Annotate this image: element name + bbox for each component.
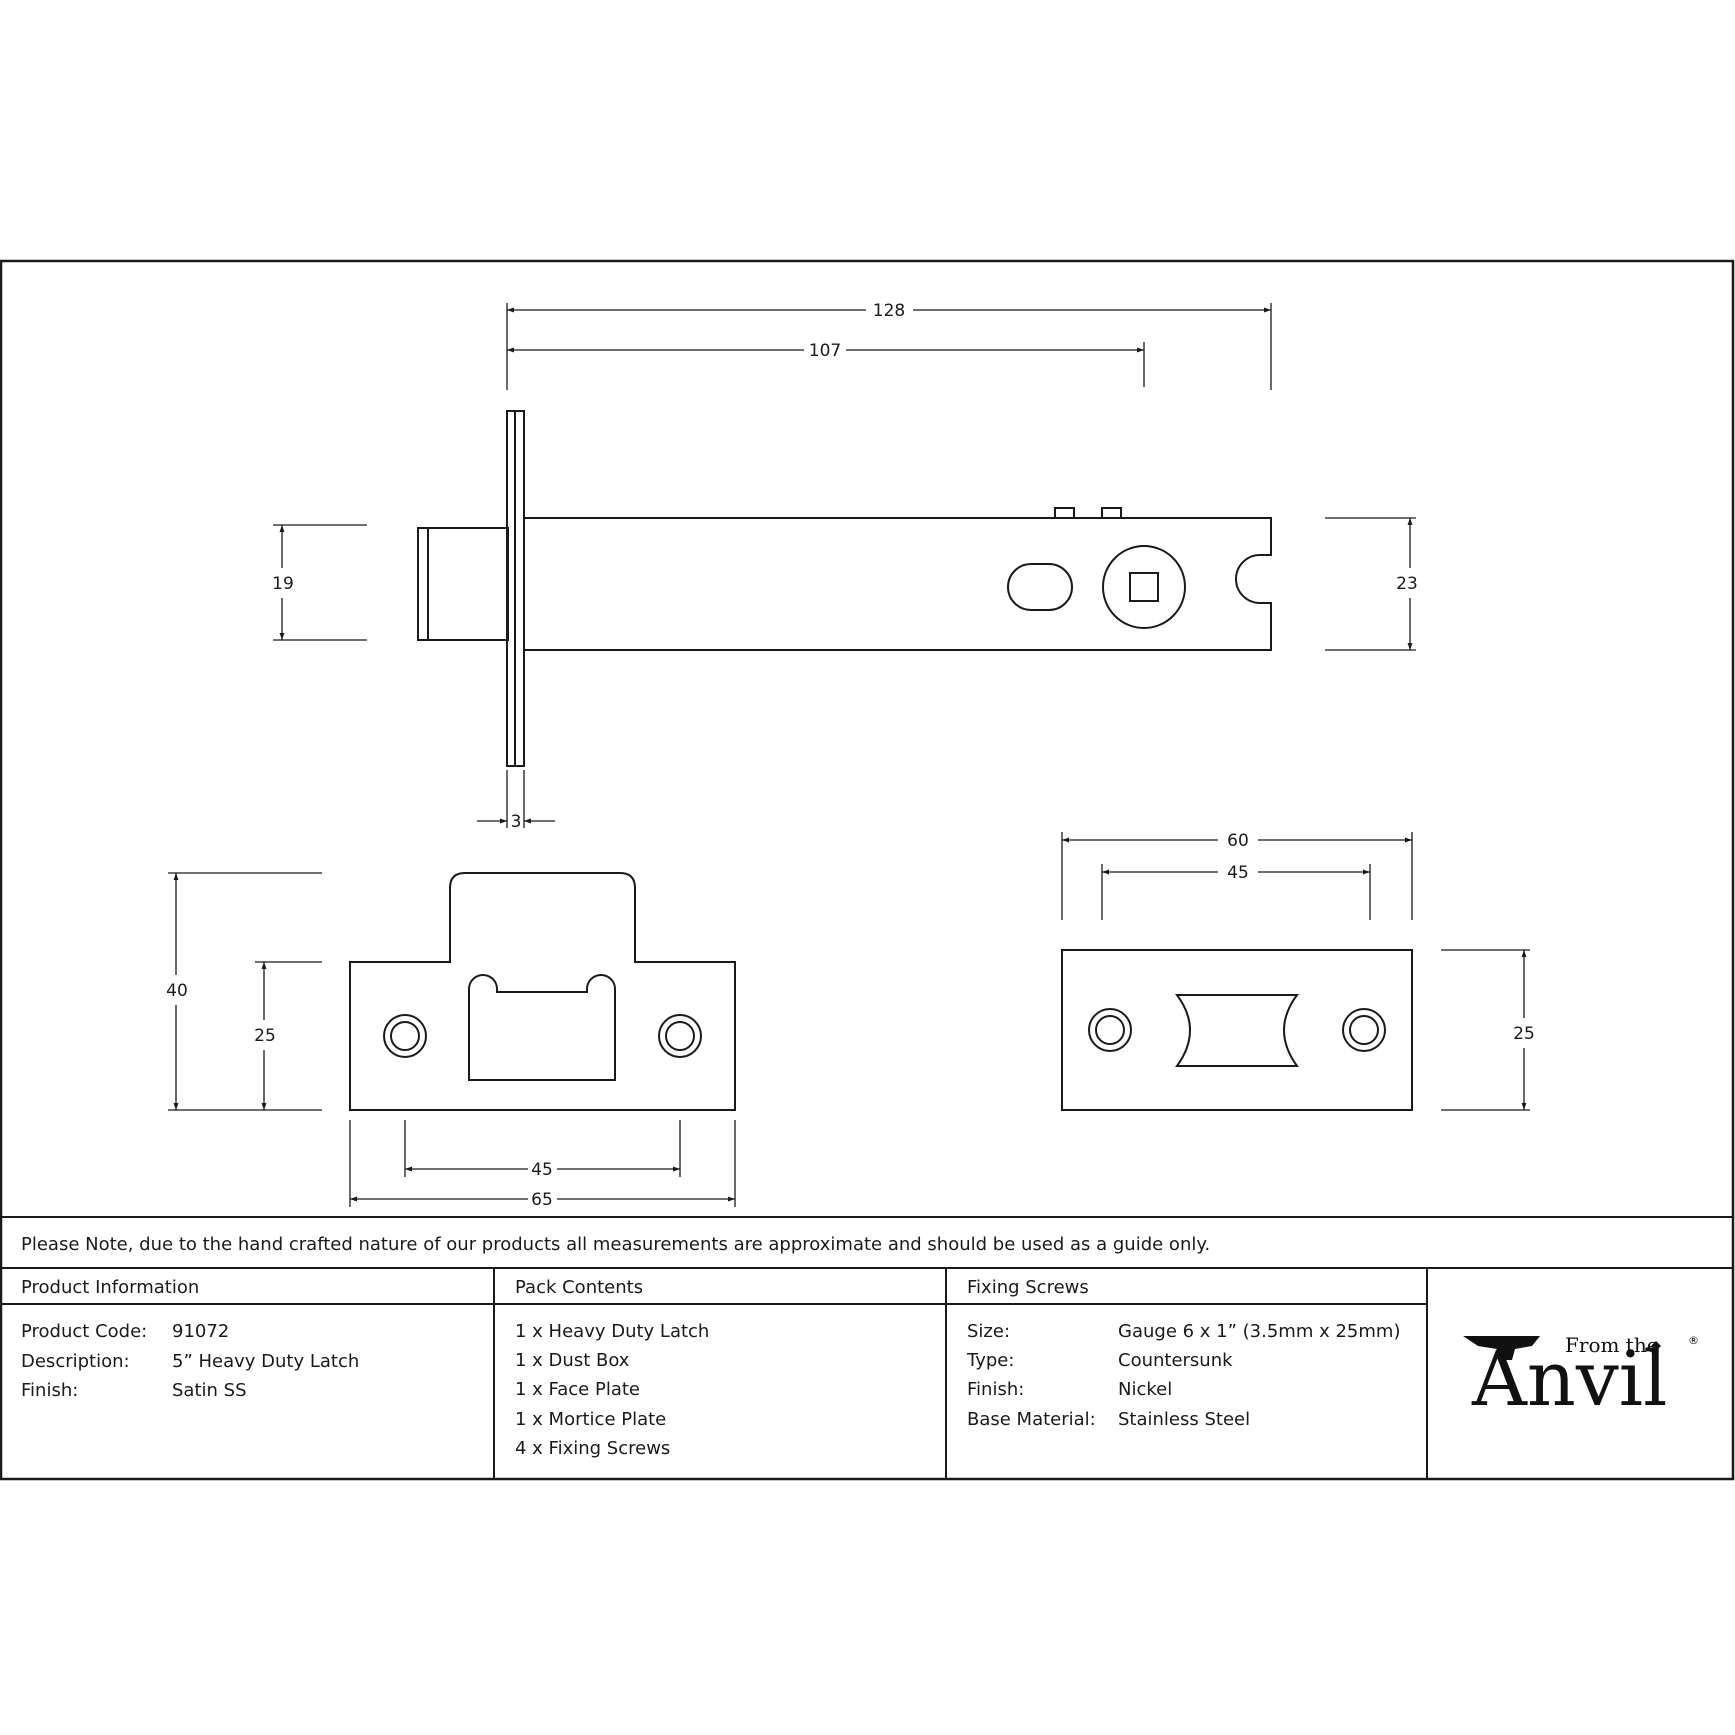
screw-material-value: Stainless Steel [1118, 1409, 1250, 1430]
finish-value: Satin SS [172, 1380, 247, 1401]
follower-hub [1102, 545, 1186, 629]
forend-dimension-labels: 40 25 45 65 [166, 981, 553, 1210]
description-label: Description: [21, 1351, 130, 1372]
logo-diamond [1651, 1341, 1661, 1351]
description-value: 5” Heavy Duty Latch [172, 1351, 359, 1372]
dim-forend-case-width: 25 [254, 1026, 276, 1046]
strike-screw-hole-left [1088, 1008, 1132, 1052]
drawing-frame [0, 259, 1735, 1481]
slot-hole [1007, 563, 1073, 611]
latch-side-dimension-labels: 128 107 19 23 3 [272, 301, 1418, 832]
from-the-anvil-logo: From the Anvil ® [1463, 1333, 1699, 1423]
pack-contents-heading: Pack Contents [515, 1277, 643, 1298]
dim-forend-height: 40 [166, 981, 188, 1001]
pack-contents-list: 1 x Heavy Duty Latch 1 x Dust Box 1 x Fa… [515, 1321, 709, 1459]
latch-side-view [417, 410, 1272, 767]
strike-plate [1061, 949, 1413, 1111]
logo-brand: Anvil [1471, 1334, 1667, 1423]
strike-opening [1175, 994, 1299, 1067]
logo-registered-mark: ® [1688, 1334, 1699, 1347]
info-table-lines [1, 1216, 1733, 1479]
screw-size-label: Size: [967, 1321, 1010, 1342]
latch-bolt [417, 527, 509, 641]
pack-item: 1 x Heavy Duty Latch [515, 1321, 709, 1342]
latch-case [524, 517, 1272, 651]
dim-strike-screw-centres: 45 [1227, 863, 1249, 883]
pack-item: 1 x Face Plate [515, 1379, 640, 1400]
pack-item: 1 x Dust Box [515, 1350, 630, 1371]
finish-label: Finish: [21, 1380, 78, 1401]
forend-plate [349, 872, 736, 1111]
dim-strike-height: 25 [1513, 1024, 1535, 1044]
pack-item: 4 x Fixing Screws [515, 1438, 670, 1459]
screw-type-label: Type: [966, 1350, 1014, 1371]
dim-overall-length: 128 [873, 301, 905, 321]
dim-latch-height: 19 [272, 574, 294, 594]
forend-latch-opening [468, 974, 616, 1081]
strike-screw-hole-right [1342, 1008, 1386, 1052]
dim-forend-width: 65 [531, 1190, 553, 1210]
anvil-icon [1463, 1336, 1540, 1360]
dim-case-height: 23 [1396, 574, 1418, 594]
dim-forend-screw-centres: 45 [531, 1160, 553, 1180]
logo-from-the: From the [1565, 1333, 1659, 1357]
spindle-square [1129, 572, 1159, 602]
dim-backset: 107 [809, 341, 841, 361]
screw-material-label: Base Material: [967, 1409, 1096, 1430]
disclaimer-note: Please Note, due to the hand crafted nat… [21, 1234, 1210, 1255]
latch-side-dimensions [273, 303, 1416, 828]
forend-screw-hole-right [658, 1014, 702, 1058]
strike-dimension-labels: 60 45 25 [1227, 831, 1535, 1044]
product-code-label: Product Code: [21, 1321, 147, 1342]
screw-type-value: Countersunk [1118, 1350, 1233, 1371]
product-code-value: 91072 [172, 1321, 229, 1342]
forend-dimensions [168, 872, 736, 1207]
pack-item: 1 x Mortice Plate [515, 1409, 666, 1430]
dim-forend-thickness: 3 [511, 812, 522, 832]
screw-finish-label: Finish: [967, 1379, 1024, 1400]
screw-size-value: Gauge 6 x 1” (3.5mm x 25mm) [1118, 1321, 1400, 1342]
screw-finish-value: Nickel [1118, 1379, 1172, 1400]
forend-front-view [349, 872, 736, 1111]
fixing-screws-rows: Size: Gauge 6 x 1” (3.5mm x 25mm) Type: … [966, 1321, 1400, 1430]
product-information-rows: Product Code: 91072 Description: 5” Heav… [21, 1321, 359, 1401]
strike-plate-view [1061, 949, 1413, 1111]
case-tab-1 [1054, 507, 1075, 519]
dim-strike-length: 60 [1227, 831, 1249, 851]
case-tab-2 [1101, 507, 1122, 519]
forend-screw-hole-left [383, 1014, 427, 1058]
strike-dimensions [1061, 832, 1530, 1111]
fixing-screws-heading: Fixing Screws [967, 1277, 1089, 1298]
product-information-heading: Product Information [21, 1277, 199, 1298]
